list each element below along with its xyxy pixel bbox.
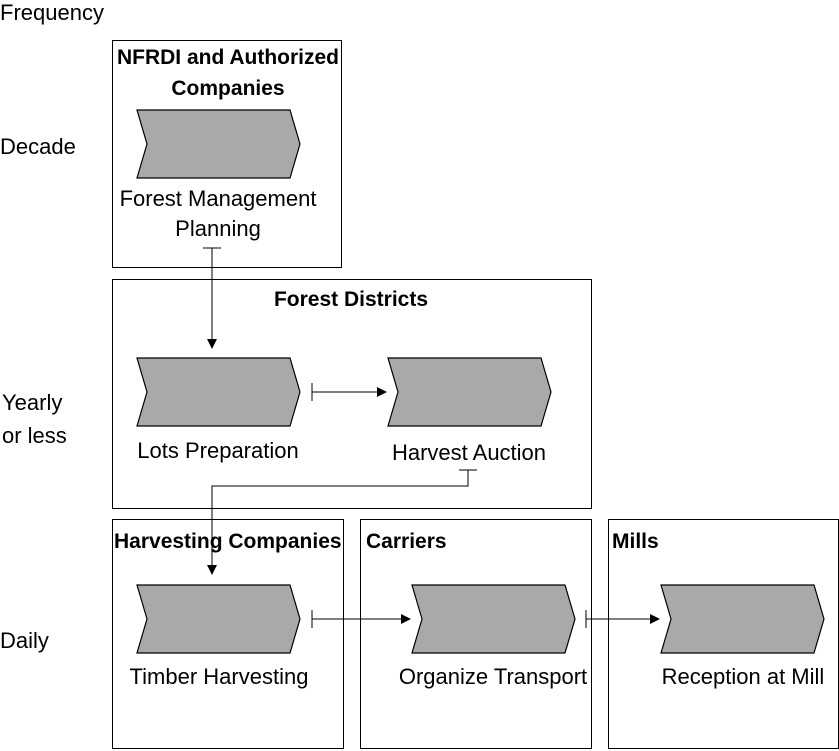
process-label-timber-harvesting: Timber Harvesting bbox=[130, 664, 309, 689]
process-label-organize-transport: Organize Transport bbox=[399, 664, 587, 689]
process-label-lots-preparation: Lots Preparation bbox=[137, 438, 298, 463]
frequency-axis-label: Frequency bbox=[0, 0, 104, 25]
process-shape-timber-harvesting bbox=[136, 584, 301, 654]
process-shape-forest-management bbox=[136, 109, 301, 179]
group-title-carriers: Carriers bbox=[366, 530, 447, 553]
connector-auction-to-harvesting bbox=[207, 469, 477, 575]
connector-planning-to-lots bbox=[203, 247, 221, 349]
group-title-forest-districts: Forest Districts bbox=[274, 288, 428, 311]
group-title-harvesting-companies: Harvesting Companies bbox=[114, 530, 342, 553]
connector-harvesting-to-transport bbox=[311, 610, 411, 628]
group-title-mills: Mills bbox=[612, 530, 659, 553]
group-box-nfrdi bbox=[112, 40, 342, 268]
group-title-nfrdi-line1: NFRDI and Authorized bbox=[117, 46, 339, 69]
process-label-harvest-auction: Harvest Auction bbox=[392, 440, 546, 465]
group-box-forest-districts bbox=[112, 279, 592, 509]
process-shape-reception-at-mill bbox=[660, 584, 825, 654]
process-label-reception-at-mill: Reception at Mill bbox=[662, 664, 825, 689]
frequency-decade: Decade bbox=[0, 134, 76, 159]
process-shape-harvest-auction bbox=[387, 357, 552, 427]
group-title-nfrdi-line2: Companies bbox=[171, 77, 284, 100]
group-box-carriers bbox=[360, 519, 592, 749]
process-label-forest-management-line1: Forest Management bbox=[120, 186, 317, 211]
process-label-forest-management-line2: Planning bbox=[175, 216, 261, 241]
group-box-harvesting-companies bbox=[112, 519, 344, 749]
process-shape-organize-transport bbox=[411, 584, 576, 654]
connector-lots-to-auction bbox=[311, 383, 387, 401]
frequency-yearly-line2: or less bbox=[2, 423, 67, 448]
connector-transport-to-mill bbox=[585, 610, 660, 628]
frequency-daily: Daily bbox=[0, 628, 49, 653]
process-shape-lots-preparation bbox=[136, 357, 301, 427]
frequency-yearly-line1: Yearly bbox=[2, 390, 62, 415]
